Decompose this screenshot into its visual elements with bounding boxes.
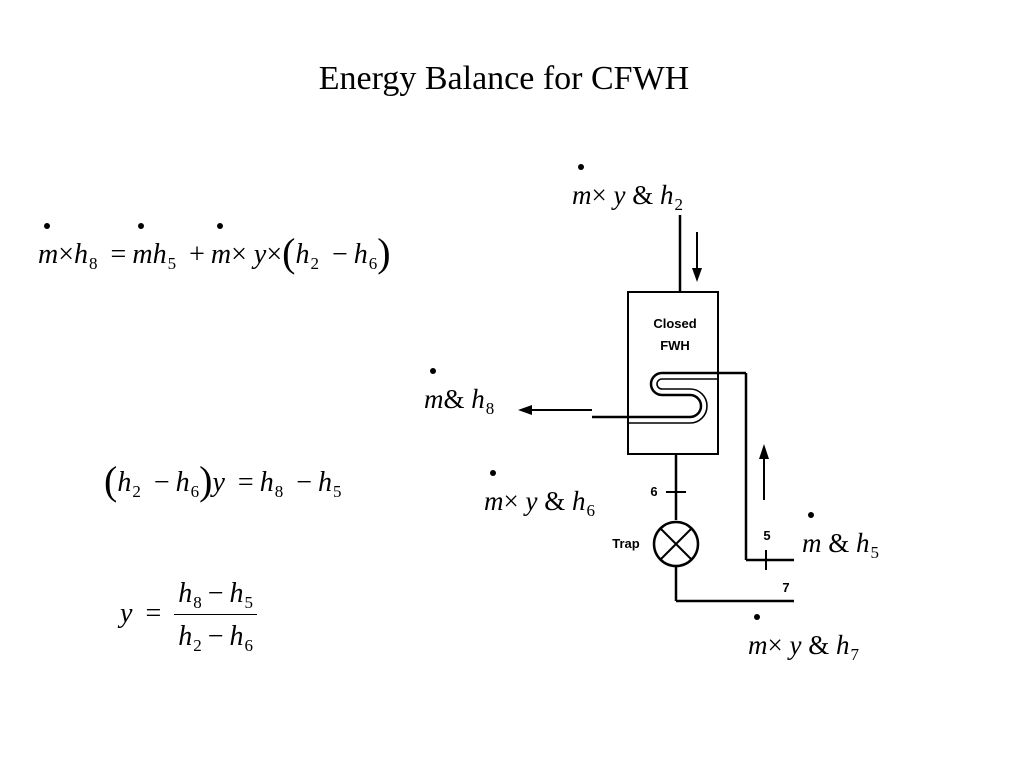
tube-coil-inner bbox=[628, 378, 718, 424]
mass-flow-symbol: m bbox=[484, 470, 504, 515]
mass-flow-symbol: m bbox=[38, 223, 58, 269]
stream-trap-label: m× y & h6 bbox=[484, 470, 595, 519]
energy-balance-equation: m×h8 =mh5 +m× y×(h2 −h6) bbox=[38, 223, 391, 273]
state-6-label: 6 bbox=[650, 484, 657, 499]
fraction-denominator: h2−h6 bbox=[178, 621, 254, 655]
fraction-numerator: h8−h5 bbox=[174, 580, 258, 615]
stream-right-label: m & h5 bbox=[802, 512, 879, 561]
tube-coil-outer bbox=[592, 371, 746, 419]
mass-flow-symbol: m bbox=[748, 614, 768, 659]
slide-title: Energy Balance for CFWH bbox=[318, 60, 690, 97]
mass-flow-symbol: m bbox=[211, 223, 231, 269]
heater-label-fwh: FWH bbox=[660, 338, 690, 353]
trap-cross-b bbox=[660, 528, 692, 560]
state-5-label: 5 bbox=[763, 528, 770, 543]
stream-bottom-label: m× y & h7 bbox=[748, 614, 859, 663]
rearranged-equation: (h2 −h6)y =h8 −h5 bbox=[104, 458, 342, 503]
heater-label-closed: Closed bbox=[653, 316, 696, 331]
steam-flow-arrowhead bbox=[692, 268, 702, 282]
stream-left-label: m& h8 bbox=[424, 368, 494, 417]
mass-flow-symbol: m bbox=[132, 223, 153, 269]
trap-label: Trap bbox=[612, 536, 640, 551]
stream-top-label: m× y & h2 bbox=[572, 164, 683, 213]
solution-equation: y = h8−h5 h2−h6 bbox=[120, 580, 258, 655]
feedwater-outlet-arrowhead bbox=[518, 405, 532, 415]
state-7-label: 7 bbox=[782, 580, 789, 595]
feedwater-flow-arrowhead bbox=[759, 444, 769, 459]
fraction: h8−h5 h2−h6 bbox=[174, 580, 258, 655]
mass-flow-symbol: m bbox=[424, 368, 444, 413]
mass-flow-symbol: m bbox=[802, 512, 822, 557]
mass-flow-symbol: m bbox=[572, 164, 592, 209]
